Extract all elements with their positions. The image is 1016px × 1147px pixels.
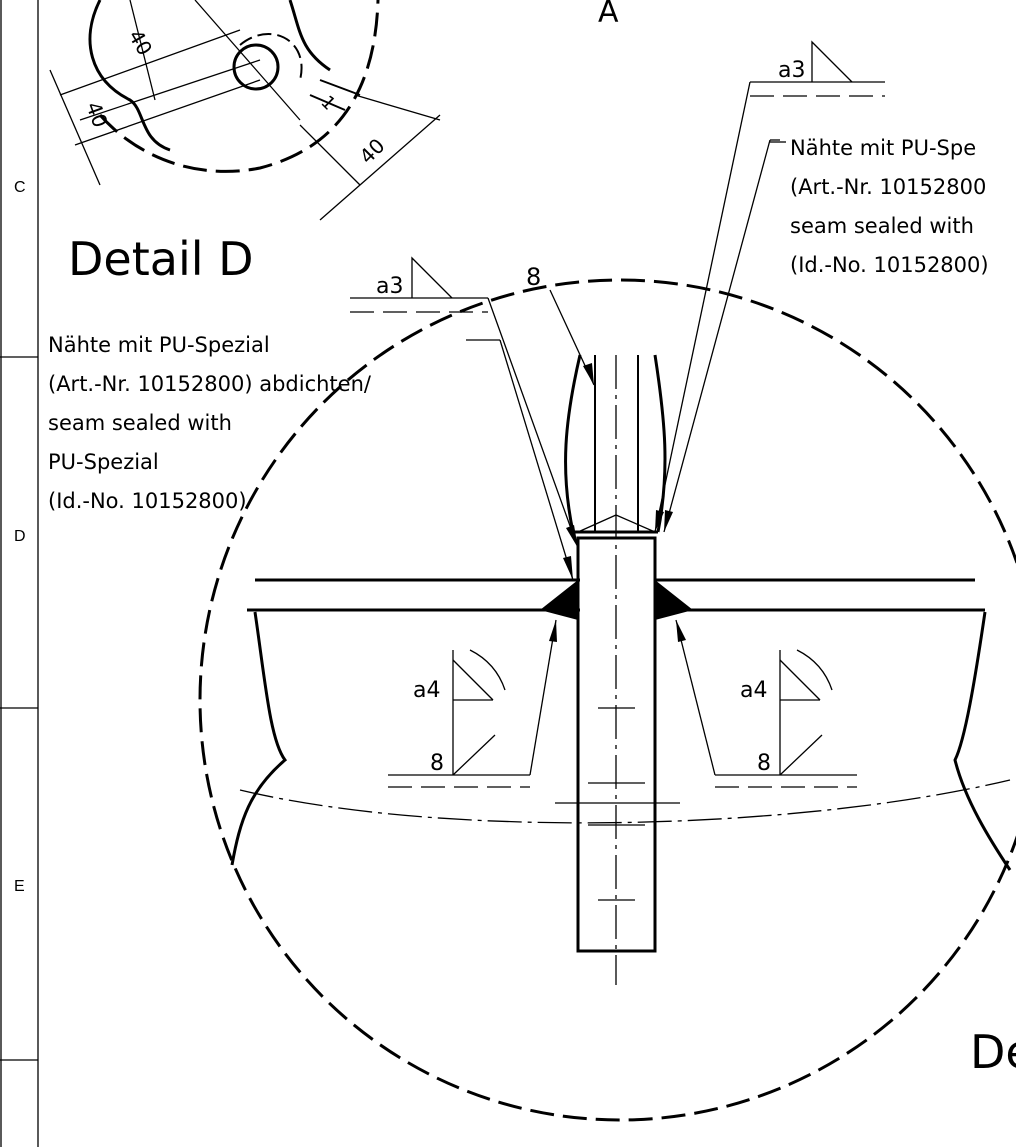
weld-symbol-top-left: a3 [350,256,579,581]
zone-letter-d: D [14,528,26,545]
zone-letter-c: C [14,179,26,196]
detail-e-boundary-circle [198,278,1016,1122]
weld-symbol-right: a4 8 [675,619,857,788]
detail-d-view: 40 40 40 1 Detail D [49,0,441,286]
zone-strip: C D E [0,0,39,1147]
weld-length-right: 8 [757,751,771,776]
weld-size-top-left: a3 [376,274,403,299]
weld-symbol-top-right: a3 [654,40,885,533]
weld-size-left: a4 [413,678,440,703]
note-right-line-1: Nähte mit PU-Spe [790,136,976,160]
detail-d-dim-40-b: 40 [81,99,112,131]
dim-thickness-8: 8 [526,263,541,291]
view-letter-a: A [598,0,619,30]
note-left-line-5: (Id.-No. 10152800) [48,489,247,513]
note-left-line-4: PU-Spezial [48,450,159,474]
detail-d-dim-40-a: 40 [124,26,158,60]
note-right-line-4: (Id.-No. 10152800) [790,253,989,277]
detail-d-title: Detail D [68,232,254,286]
zone-letter-e: E [14,878,25,895]
note-left-line-2: (Art.-Nr. 10152800) abdichten/ [48,372,372,396]
weld-size-top-right: a3 [778,58,805,83]
note-left-line-3: seam sealed with [48,411,232,435]
note-left: Nähte mit PU-Spezial (Art.-Nr. 10152800)… [48,333,372,513]
note-right-line-3: seam sealed with [790,214,974,238]
note-right-line-2: (Art.-Nr. 10152800 [790,175,986,199]
weld-fill-left [540,580,578,620]
detail-e-view: 8 a3 a3 [198,40,1016,1122]
weld-symbol-left: a4 8 [388,619,557,788]
note-left-line-1: Nähte mit PU-Spezial [48,333,270,357]
detail-d-dim-1: 1 [316,92,339,115]
detail-e-title: De [970,1025,1016,1079]
weld-fill-right [655,580,693,620]
note-right: Nähte mit PU-Spe (Art.-Nr. 10152800 seam… [770,136,989,277]
weld-length-left: 8 [430,751,444,776]
vertical-post [576,536,657,953]
weld-size-right: a4 [740,678,767,703]
